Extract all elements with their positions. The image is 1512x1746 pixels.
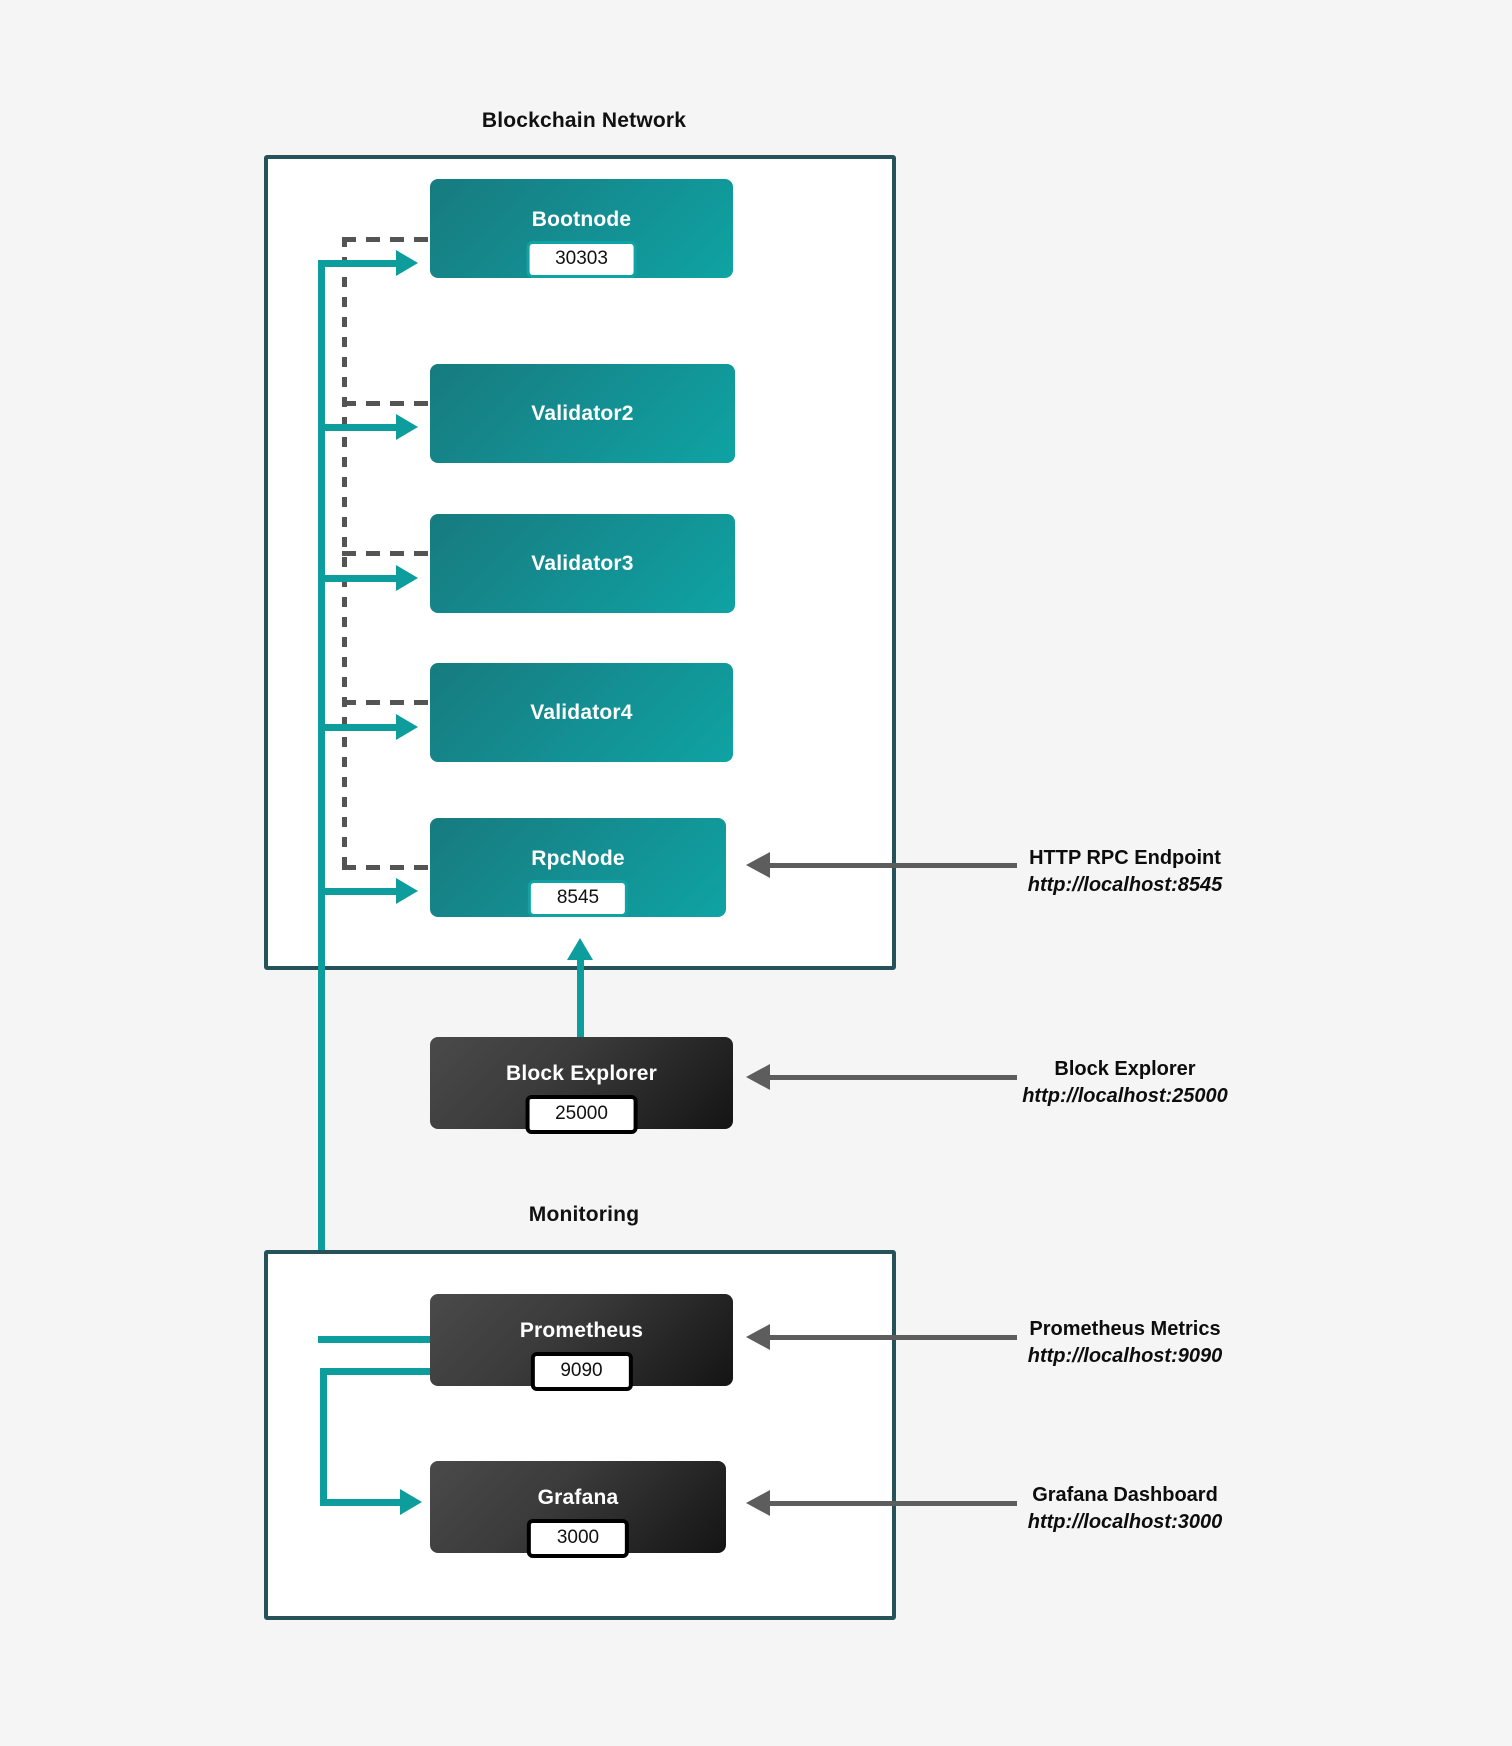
node-validator3[interactable]: Validator3 bbox=[430, 514, 735, 613]
node-validator3-label: Validator3 bbox=[531, 551, 634, 575]
peer-arrow-validator4 bbox=[396, 714, 418, 740]
peer-arrow-bootnode bbox=[396, 250, 418, 276]
annotation-line-rpc bbox=[770, 863, 1017, 868]
node-validator4-label: Validator4 bbox=[530, 700, 633, 724]
node-bootnode-port: 30303 bbox=[526, 241, 637, 278]
annotation-prometheus-url: http://localhost:9090 bbox=[1027, 1345, 1223, 1367]
annotation-rpc-url: http://localhost:8545 bbox=[1027, 874, 1223, 896]
node-rpcnode[interactable]: RpcNode 8545 bbox=[430, 818, 726, 917]
node-block-explorer-port: 25000 bbox=[525, 1095, 638, 1134]
bus-to-prometheus-line bbox=[318, 1336, 436, 1343]
annotation-arrow-explorer bbox=[746, 1064, 770, 1090]
node-grafana[interactable]: Grafana 3000 bbox=[430, 1461, 726, 1558]
peer-branch-validator2 bbox=[318, 424, 400, 431]
node-prometheus-port: 9090 bbox=[530, 1352, 633, 1391]
discovery-branch-validator2 bbox=[342, 401, 452, 406]
annotation-line-prometheus bbox=[770, 1335, 1017, 1340]
discovery-branch-rpcnode bbox=[342, 865, 452, 870]
node-prometheus[interactable]: Prometheus 9090 bbox=[430, 1294, 733, 1391]
annotation-rpc-title: HTTP RPC Endpoint bbox=[1029, 847, 1221, 869]
blockchain-network-title: Blockchain Network bbox=[481, 109, 687, 132]
annotation-grafana: Grafana Dashboard http://localhost:3000 bbox=[905, 1482, 1345, 1536]
prometheus-to-grafana-bottom bbox=[320, 1499, 404, 1506]
peer-arrow-validator2 bbox=[396, 414, 418, 440]
annotation-line-grafana bbox=[770, 1501, 1017, 1506]
explorer-to-rpc-line bbox=[577, 960, 584, 1037]
node-prometheus-label: Prometheus bbox=[519, 1319, 644, 1342]
monitoring-container bbox=[264, 1250, 896, 1620]
node-block-explorer-label: Block Explorer bbox=[505, 1062, 658, 1085]
peer-branch-bootnode bbox=[318, 260, 400, 267]
peer-branch-validator3 bbox=[318, 575, 400, 582]
annotation-line-explorer bbox=[770, 1075, 1017, 1080]
peer-arrow-validator3 bbox=[396, 565, 418, 591]
node-block-explorer[interactable]: Block Explorer 25000 bbox=[430, 1037, 733, 1134]
discovery-branch-validator3 bbox=[342, 551, 452, 556]
discovery-branch-bootnode bbox=[342, 237, 452, 242]
prometheus-to-grafana-vertical bbox=[320, 1368, 327, 1506]
annotation-prometheus: Prometheus Metrics http://localhost:9090 bbox=[905, 1316, 1345, 1370]
prometheus-to-grafana-arrow bbox=[400, 1489, 422, 1515]
annotation-arrow-prometheus bbox=[746, 1324, 770, 1350]
node-validator2[interactable]: Validator2 bbox=[430, 364, 735, 463]
node-bootnode-label: Bootnode bbox=[531, 207, 632, 231]
node-grafana-port: 3000 bbox=[526, 1519, 630, 1558]
monitoring-title: Monitoring bbox=[528, 1203, 640, 1226]
annotation-rpc: HTTP RPC Endpoint http://localhost:8545 bbox=[905, 845, 1345, 899]
discovery-branch-validator4 bbox=[342, 700, 452, 705]
annotation-prometheus-title: Prometheus Metrics bbox=[1029, 1318, 1221, 1340]
annotation-grafana-title: Grafana Dashboard bbox=[1032, 1484, 1218, 1506]
annotation-arrow-grafana bbox=[746, 1490, 770, 1516]
node-validator2-label: Validator2 bbox=[531, 401, 634, 425]
node-rpcnode-port: 8545 bbox=[527, 880, 629, 917]
peer-bus-vertical bbox=[318, 260, 325, 1343]
annotation-grafana-url: http://localhost:3000 bbox=[1027, 1511, 1223, 1533]
node-validator4[interactable]: Validator4 bbox=[430, 663, 733, 762]
annotation-arrow-rpc bbox=[746, 852, 770, 878]
prometheus-to-grafana-top bbox=[320, 1368, 436, 1375]
annotation-explorer-title: Block Explorer bbox=[1054, 1058, 1196, 1080]
peer-branch-validator4 bbox=[318, 724, 400, 731]
annotation-explorer-url: http://localhost:25000 bbox=[1022, 1085, 1228, 1107]
explorer-to-rpc-arrow bbox=[567, 938, 593, 960]
peer-branch-rpcnode bbox=[318, 888, 400, 895]
node-rpcnode-label: RpcNode bbox=[531, 846, 625, 870]
node-bootnode[interactable]: Bootnode 30303 bbox=[430, 179, 733, 278]
peer-arrow-rpcnode bbox=[396, 878, 418, 904]
node-grafana-label: Grafana bbox=[537, 1486, 619, 1509]
annotation-explorer: Block Explorer http://localhost:25000 bbox=[905, 1056, 1345, 1110]
